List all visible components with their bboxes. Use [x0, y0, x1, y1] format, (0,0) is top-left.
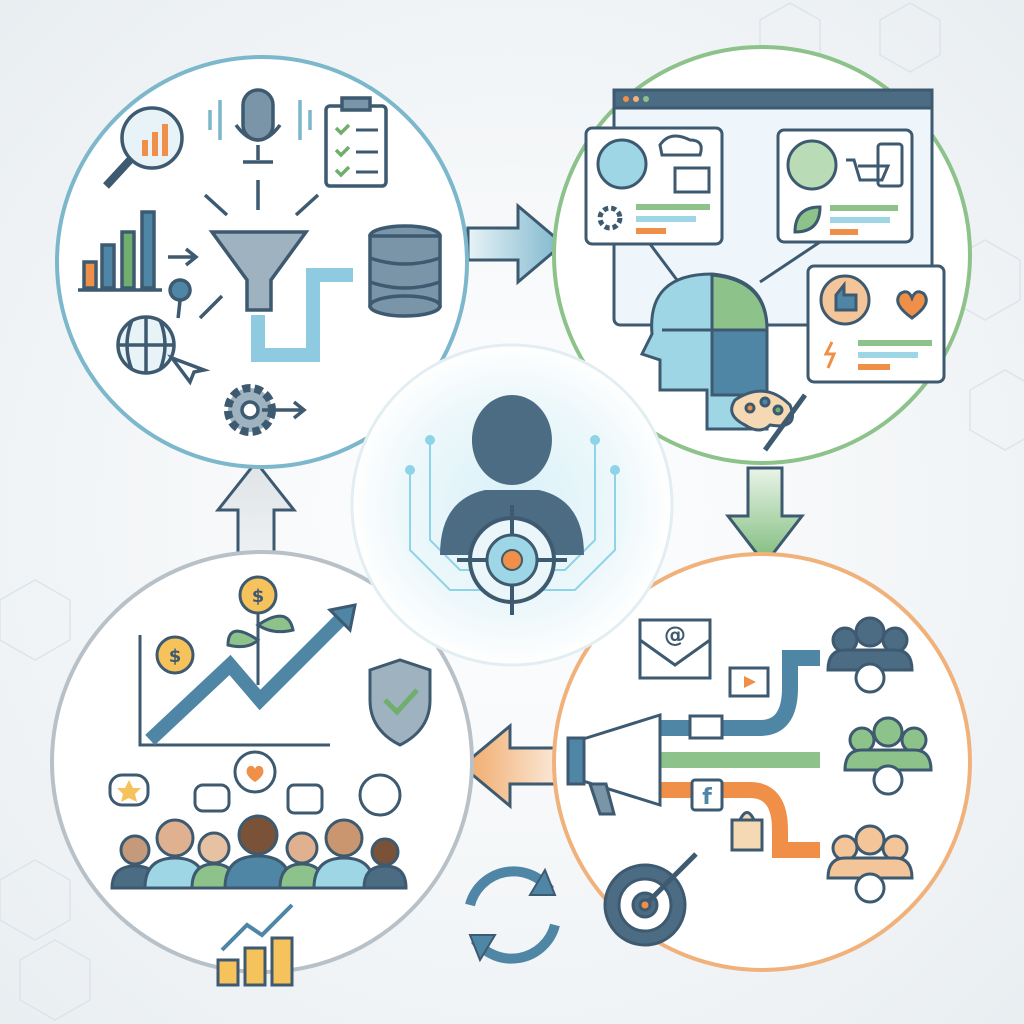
bar-chart-icon — [78, 210, 199, 292]
clipboard-checklist-icon — [324, 96, 388, 188]
arrow-to-growth — [459, 722, 562, 810]
arrow-to-personalization — [466, 202, 566, 286]
coins-growth-icon — [216, 903, 294, 987]
growth-chart-icon — [138, 603, 357, 747]
gear-arrow-icon — [224, 384, 307, 436]
play-icon — [744, 676, 756, 688]
speech-bubbles-icon — [108, 750, 402, 817]
binary-stream-icon — [251, 268, 353, 362]
dollar-glyph: $ — [169, 646, 182, 667]
crosshair-target-icon — [457, 505, 567, 615]
coin-plant-icon: $ $ — [155, 575, 295, 685]
shield-check-icon — [368, 658, 432, 747]
center-user-target — [350, 343, 674, 667]
audience-group-icon — [826, 824, 914, 904]
thumbs-up-heart-card-icon — [806, 264, 946, 384]
email-icon: @ — [638, 618, 712, 680]
email-at-glyph: @ — [664, 623, 686, 648]
input-arrows-icon — [198, 180, 320, 320]
dollar-glyph: $ — [252, 586, 265, 607]
flow-stream-blue — [660, 650, 820, 736]
stage-delivery-icons: @ f — [566, 616, 933, 947]
database-icon — [368, 224, 442, 318]
arrow-to-collection — [214, 459, 298, 562]
stage-personalization-icons — [584, 88, 946, 452]
stage-growth-icons: $ $ — [108, 575, 432, 987]
puzzle-head-icon — [639, 272, 769, 431]
facebook-glyph: f — [702, 785, 712, 810]
magnifier-chart-icon — [103, 106, 184, 189]
palette-brush-icon — [730, 389, 808, 452]
user-silhouette-icon — [440, 395, 584, 555]
shopping-bag-icon — [730, 811, 764, 852]
refresh-cycle-icon — [465, 866, 560, 964]
mail-small-icon — [688, 714, 724, 740]
facebook-icon: f — [690, 778, 724, 812]
microphone-icon — [208, 88, 312, 164]
connector-lines — [648, 240, 821, 285]
stage-data-collection-icons — [78, 88, 442, 436]
user-profile-card-icon — [584, 126, 724, 246]
funnel-icon — [208, 230, 310, 312]
people-group-icon — [110, 814, 408, 890]
audience-group-icon — [843, 716, 933, 796]
megaphone-icon — [566, 712, 662, 816]
flow-stream-orange — [660, 782, 820, 858]
globe-location-icon — [116, 278, 211, 386]
audience-group-icon — [826, 616, 914, 694]
arrow-to-delivery — [724, 466, 806, 567]
user-profile-card-icon — [776, 128, 914, 244]
target-dart-icon — [603, 852, 698, 947]
